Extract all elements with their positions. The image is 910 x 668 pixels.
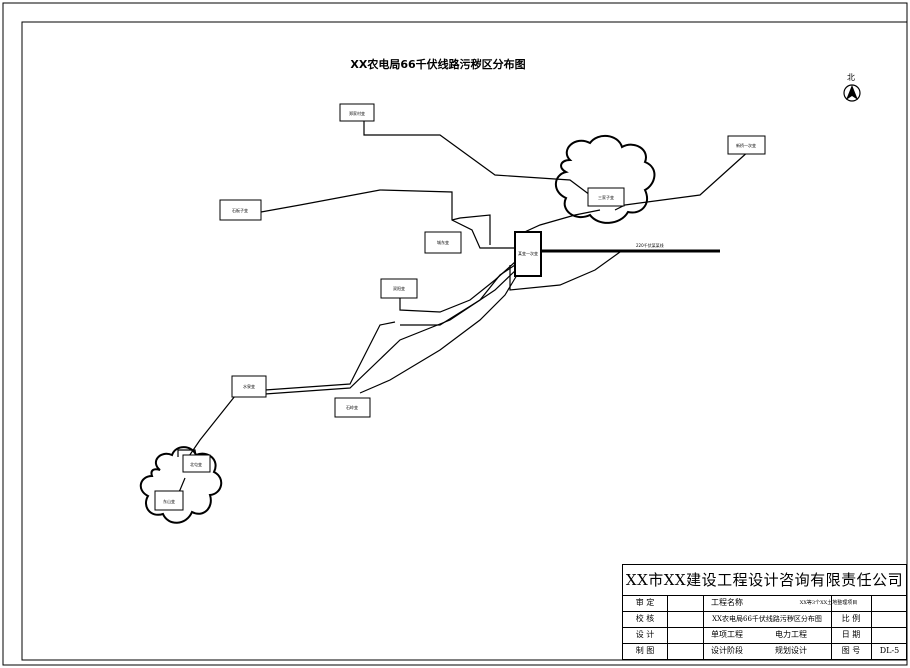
substation-sw1[interactable]: 北屯变 [182,454,211,473]
row-role: 设 计 [635,630,655,639]
substation-label: 双阳变 [393,285,405,291]
row-field-value: 规划设计 [775,646,807,655]
row-field-label: 设计阶段 [711,646,743,655]
row-field-label: XX农电局66千伏线路污秽区分布图 [712,615,822,623]
substation-hub[interactable]: 某变一次变 [514,231,542,277]
north-label: 北 [847,73,855,82]
row-field-label: 工程名称 [711,598,743,607]
substation-south[interactable]: 石岭变 [334,397,371,418]
drawing-title: XX农电局66千伏线路污秽区分布图 [350,57,525,71]
row-extra-label: 图 号 [841,646,861,655]
row-field-value: 电力工程 [775,630,807,639]
substation-center[interactable]: 城东变 [424,231,462,254]
substation-label: 三家子变 [598,194,614,200]
substation-label: 城东变 [437,239,449,245]
substation-west[interactable]: 水泉变 [231,375,267,398]
substation-label: 新桥一次变 [736,142,756,148]
row-role: 制 图 [635,646,655,655]
drawing-number: DL-5 [879,646,900,655]
title-block: XX市XX建设工程设计咨询有限责任公司 审 定 工程名称 XX等3个XX土地整理… [622,564,907,660]
row-extra-label: 日 期 [841,630,861,639]
substation-sanjia[interactable]: 三家子变 [587,187,625,207]
substation-label: 北屯变 [190,461,202,467]
row-field-label: 单项工程 [711,630,743,639]
main-line-label: 220千伏某某线 [636,242,664,248]
substation-top[interactable]: 郑家村变 [339,103,375,122]
substation-label: 东山变 [163,498,175,504]
substation-midleft[interactable]: 双阳变 [380,278,418,299]
company-name: XX市XX建设工程设计咨询有限责任公司 [623,565,906,596]
substation-label: 石板子变 [232,207,248,213]
row-role: 校 核 [635,614,655,623]
north-arrow-icon: 北 [843,73,861,102]
row-extra-label: 比 例 [841,614,861,623]
substation-label: 石岭变 [346,404,358,410]
line-network [174,121,751,499]
substation-sw2[interactable]: 东山变 [154,490,184,511]
substation-leftmid[interactable]: 石板子变 [219,199,262,221]
substation-label: 水泉变 [243,383,255,389]
row-role: 审 定 [635,598,655,607]
row-field-value: XX等3个XX土地整理项目 [799,600,858,606]
pollution-zone-northeast [554,135,656,224]
substation-label: 某变一次变 [518,250,538,256]
pollution-zone-southwest [139,446,223,524]
sheet-inner-border [21,21,908,661]
substation-label: 郑家村变 [349,110,365,116]
substation-right[interactable]: 新桥一次变 [727,135,766,155]
